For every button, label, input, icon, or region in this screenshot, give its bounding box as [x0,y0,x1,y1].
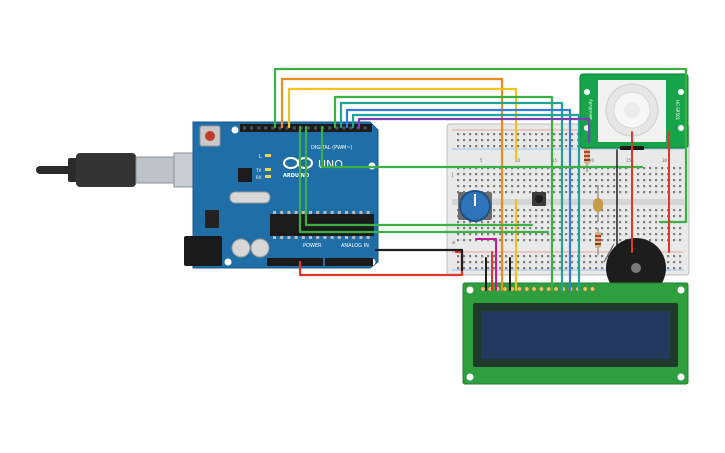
crystal-oscillator [229,191,271,204]
power-jack [184,236,222,266]
led-l-label: L [259,154,262,160]
reset-button-cap [205,131,215,141]
lcd-module[interactable] [462,282,689,385]
power-label: POWER [303,243,322,249]
breadboard-row-a-label: a [452,240,455,246]
analog-pin-header[interactable] [325,258,373,266]
wire-magenta [475,238,497,291]
wire-green [333,95,554,292]
arduino-uno-board[interactable]: DIGITAL (PWM~) ARDUINO UNO L TX RX POWER… [184,121,379,269]
breadboard-num-30: 30 [662,158,668,163]
capacitor [231,238,251,258]
wire-blue [345,108,572,292]
led-l [265,154,271,157]
wire-teal [339,101,564,292]
breadboard-num-10: 10 [515,158,521,163]
wire-teal [351,113,581,292]
wire-orange [280,77,504,292]
wire-yellow [287,87,518,162]
potentiometer[interactable] [458,190,492,222]
wire-purple [357,117,591,144]
pir-sensor[interactable]: HC-SR501 Sensitivity [579,73,689,150]
breadboard-num-25: 25 [626,158,632,163]
breadboard-row-j-label: j [451,172,453,178]
pushbutton[interactable] [532,192,546,206]
piezo-buzzer-icon [631,263,641,273]
breadboard-num-15: 15 [552,158,558,163]
power-pin-header[interactable] [267,258,323,266]
breadboard-num-20: 20 [589,158,595,163]
wire-green [320,125,644,169]
wire-green [298,125,550,234]
capacitor [250,238,270,258]
led-tx-label: TX [255,168,261,173]
wire-black [374,248,464,272]
lcd-screen [481,311,670,359]
pir-model-label: HC-SR501 [675,100,680,121]
analog-in-label: ANALOG IN [341,243,369,249]
usb-chip [238,168,252,182]
wire-green [273,67,688,224]
wire-red [298,250,464,277]
usb-plug-icon [76,153,136,187]
led-tx [265,168,271,171]
voltage-regulator [205,210,219,228]
led-rx-label: RX [256,175,262,180]
led-rx [265,175,271,178]
digital-pwm-label: DIGITAL (PWM~) [311,145,353,151]
photoresistor[interactable] [593,185,603,222]
arduino-brand-label: ARDUINO [283,173,309,179]
resistor [595,228,601,255]
pushbutton-icon[interactable] [535,195,543,203]
breadboard-num-5: 5 [480,158,483,163]
pir-sensitivity-label: Sensitivity [588,99,593,120]
wires [273,67,688,292]
wire-green [304,125,534,227]
